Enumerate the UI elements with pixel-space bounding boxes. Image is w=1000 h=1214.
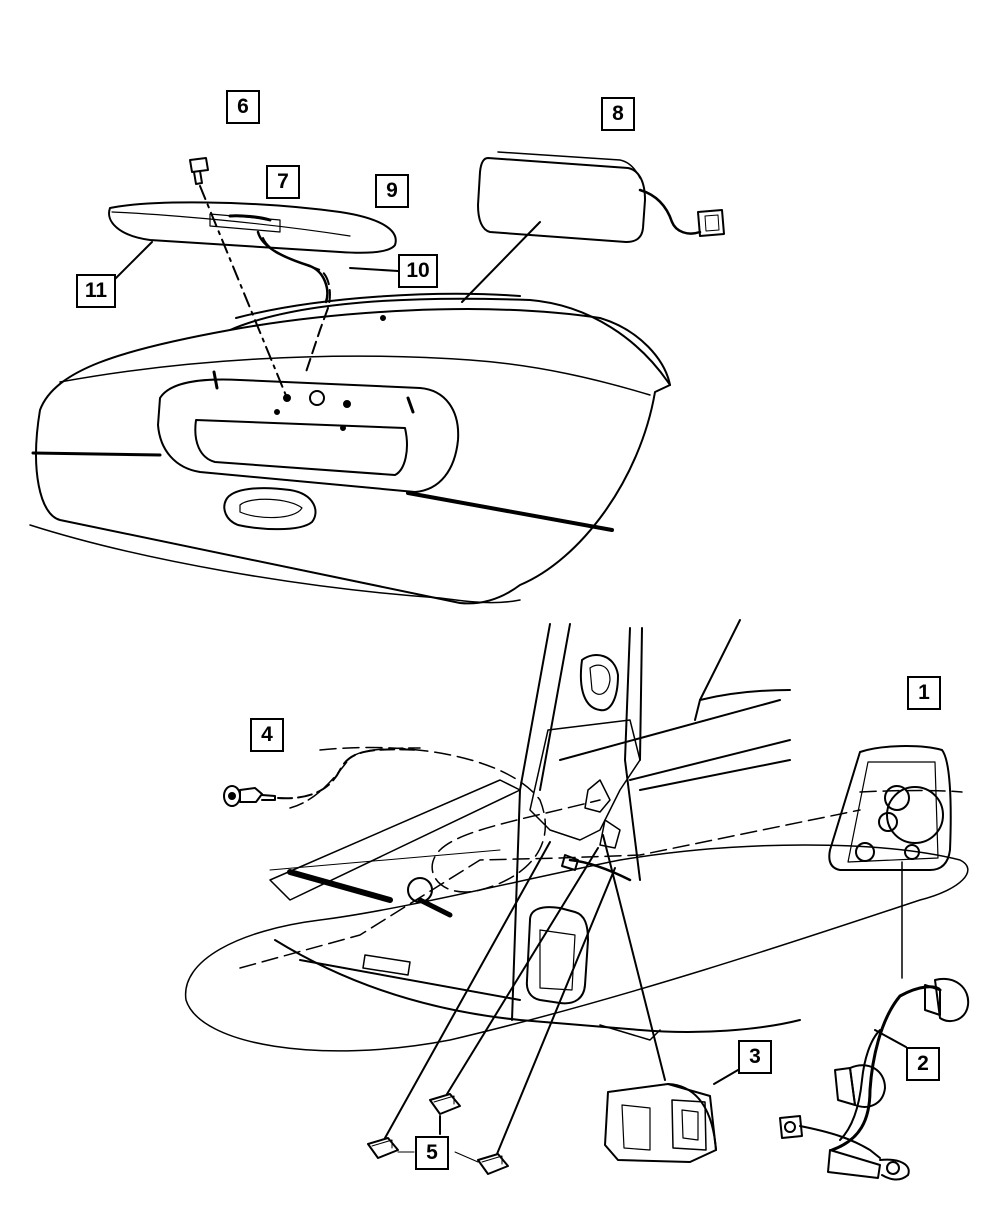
tail-lamp (828, 745, 952, 871)
high-mount-stop-lamp (477, 151, 725, 243)
leader-5c (496, 867, 616, 1155)
callout-11: 11 (76, 274, 116, 308)
leader-5b (446, 847, 599, 1095)
screw-leader (199, 185, 288, 399)
leader-2 (874, 1029, 907, 1048)
callout-7: 7 (266, 165, 300, 199)
callout-10: 10 (398, 254, 438, 288)
callout-1: 1 (907, 676, 941, 710)
decklid (29, 292, 671, 605)
rear-body-structure (184, 619, 969, 1052)
leader-8 (461, 221, 541, 303)
callout-4: 4 (250, 718, 284, 752)
license-lamp-bar (108, 201, 397, 254)
push-pin (223, 785, 276, 807)
leader-10 (349, 267, 399, 272)
screw (189, 157, 209, 185)
bulb-and-socket-harness (779, 861, 970, 1181)
callout-5: 5 (415, 1136, 449, 1170)
callout-6: 6 (226, 90, 260, 124)
callout-3: 3 (738, 1040, 772, 1074)
leader-11 (111, 241, 153, 283)
leader-3 (713, 1069, 739, 1085)
leader-plug (602, 834, 666, 1081)
callout-2: 2 (906, 1047, 940, 1081)
access-plug (604, 1083, 717, 1163)
u-nut-clips (367, 1093, 509, 1175)
pin-path (277, 748, 421, 800)
callout-8: 8 (601, 97, 635, 131)
callout-9: 9 (375, 174, 409, 208)
leader-5a (384, 841, 551, 1139)
